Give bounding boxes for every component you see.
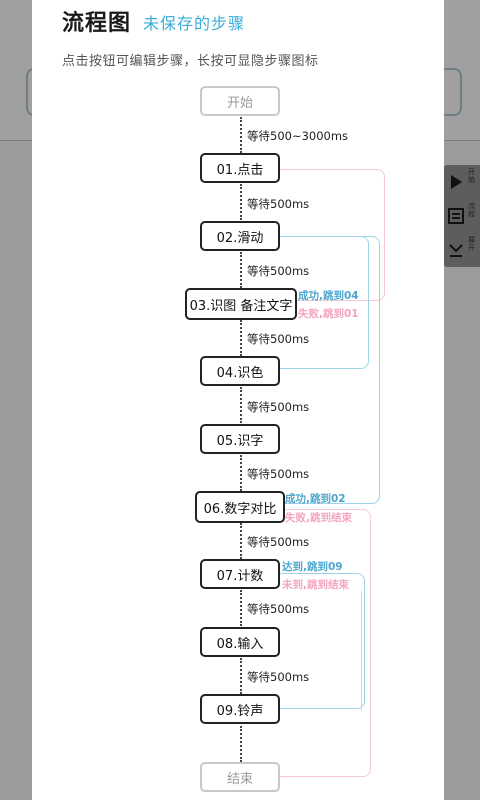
flow-step-02[interactable]: 02.滑动 (200, 221, 280, 251)
flow-connector (240, 455, 242, 491)
jump-label-fail: 未到,跳到结束 (282, 579, 349, 591)
dialog-subtitle: 未保存的步骤 (143, 14, 246, 33)
side-tool-start[interactable]: 开始 (442, 165, 480, 199)
wait-label: 等待500ms (247, 467, 310, 481)
wait-label: 等待500ms (247, 602, 310, 616)
flow-connector (240, 320, 242, 356)
flow-step-09[interactable]: 09.铃声 (200, 694, 280, 724)
play-icon (446, 172, 466, 192)
wait-label: 等待500~3000ms (247, 129, 349, 143)
flow-step-05[interactable]: 05.识字 (200, 424, 280, 454)
flow-connector (240, 252, 242, 288)
branch-line-success (280, 236, 380, 504)
list-icon (446, 206, 466, 226)
flow-step-08[interactable]: 08.输入 (200, 627, 280, 657)
jump-label-success: 成功,跳到02 (285, 493, 346, 505)
branch-line-fail (280, 509, 371, 777)
flow-step-06[interactable]: 06.数字对比 (195, 491, 285, 523)
expand-icon (446, 240, 466, 260)
flow-start-node[interactable]: 开始 (200, 86, 280, 116)
dialog-hint: 点击按钮可编辑步骤，长按可显隐步骤图标 (62, 54, 319, 69)
jump-label-success: 成功,跳到04 (298, 290, 359, 302)
flow-step-04[interactable]: 04.识色 (200, 356, 280, 386)
jump-label-fail: 失败,跳到结束 (285, 512, 352, 524)
flow-connector (240, 658, 242, 694)
jump-label-success: 达到,跳到09 (282, 561, 343, 573)
wait-label: 等待500ms (247, 264, 310, 278)
branch-line-fail (280, 169, 385, 301)
branch-line-fail (280, 591, 362, 711)
side-tool-label: 展开 (468, 236, 475, 252)
side-tool-label: 流程 (468, 202, 475, 218)
flow-step-03[interactable]: 03.识图 备注文字 (185, 288, 297, 320)
dialog-title: 流程图 (62, 11, 132, 36)
flow-connector (240, 117, 242, 153)
side-tool-flow[interactable]: 流程 (442, 199, 480, 233)
flow-connector (240, 590, 242, 626)
side-toolbar: 开始 流程 展开 (442, 165, 480, 267)
wait-label: 等待500ms (247, 670, 310, 684)
flow-connector (240, 184, 242, 220)
jump-label-fail: 失败,跳到01 (298, 308, 359, 320)
wait-label: 等待500ms (247, 197, 310, 211)
flow-connector (240, 726, 242, 762)
flow-connector (240, 523, 242, 559)
wait-label: 等待500ms (247, 332, 310, 346)
wait-label: 等待500ms (247, 400, 310, 414)
side-tool-label: 开始 (468, 168, 475, 184)
flowchart-dialog: 流程图 未保存的步骤 点击按钮可编辑步骤，长按可显隐步骤图标 等待500~300… (32, 0, 444, 800)
wait-label: 等待500ms (247, 535, 310, 549)
flow-step-07[interactable]: 07.计数 (200, 559, 280, 589)
branch-line-success (280, 573, 365, 709)
flow-step-01[interactable]: 01.点击 (200, 153, 280, 183)
side-tool-expand[interactable]: 展开 (442, 233, 480, 267)
flow-end-node[interactable]: 结束 (200, 762, 280, 792)
flow-connector (240, 387, 242, 423)
